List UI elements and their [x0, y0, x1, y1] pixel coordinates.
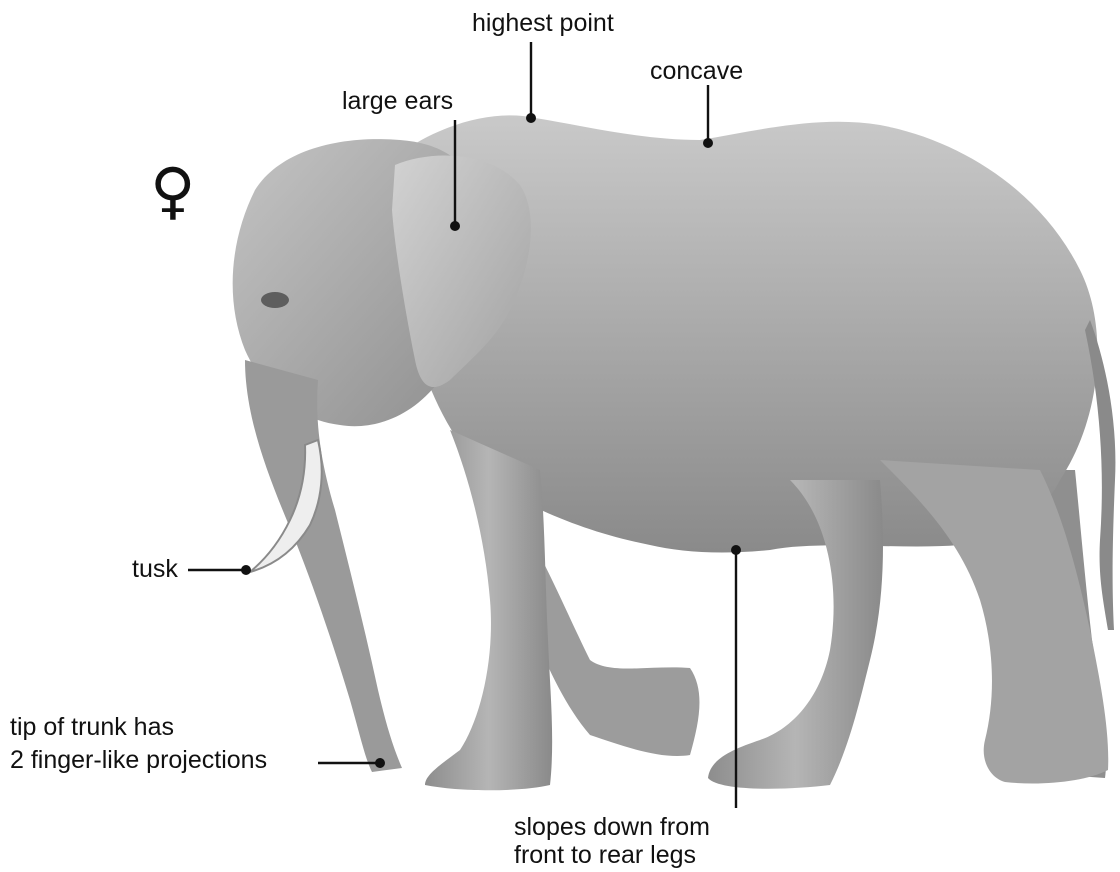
label-trunk-tip-line1: tip of trunk has	[10, 712, 174, 742]
label-slope-line1: slopes down from	[514, 812, 710, 842]
label-slope-line2: front to rear legs	[514, 840, 696, 870]
label-tusk: tusk	[132, 554, 178, 584]
dot-large-ears	[450, 221, 460, 231]
dot-slope	[731, 545, 741, 555]
female-symbol: ♀	[150, 160, 195, 222]
label-concave: concave	[650, 56, 743, 86]
near-front-leg	[425, 430, 552, 790]
dot-tusk	[241, 565, 251, 575]
dot-trunk-tip	[375, 758, 385, 768]
label-highest-point: highest point	[472, 8, 614, 38]
dot-concave	[703, 138, 713, 148]
label-trunk-tip-line2: 2 finger-like projections	[10, 745, 267, 775]
label-large-ears: large ears	[342, 86, 453, 116]
dot-highest-point	[526, 113, 536, 123]
